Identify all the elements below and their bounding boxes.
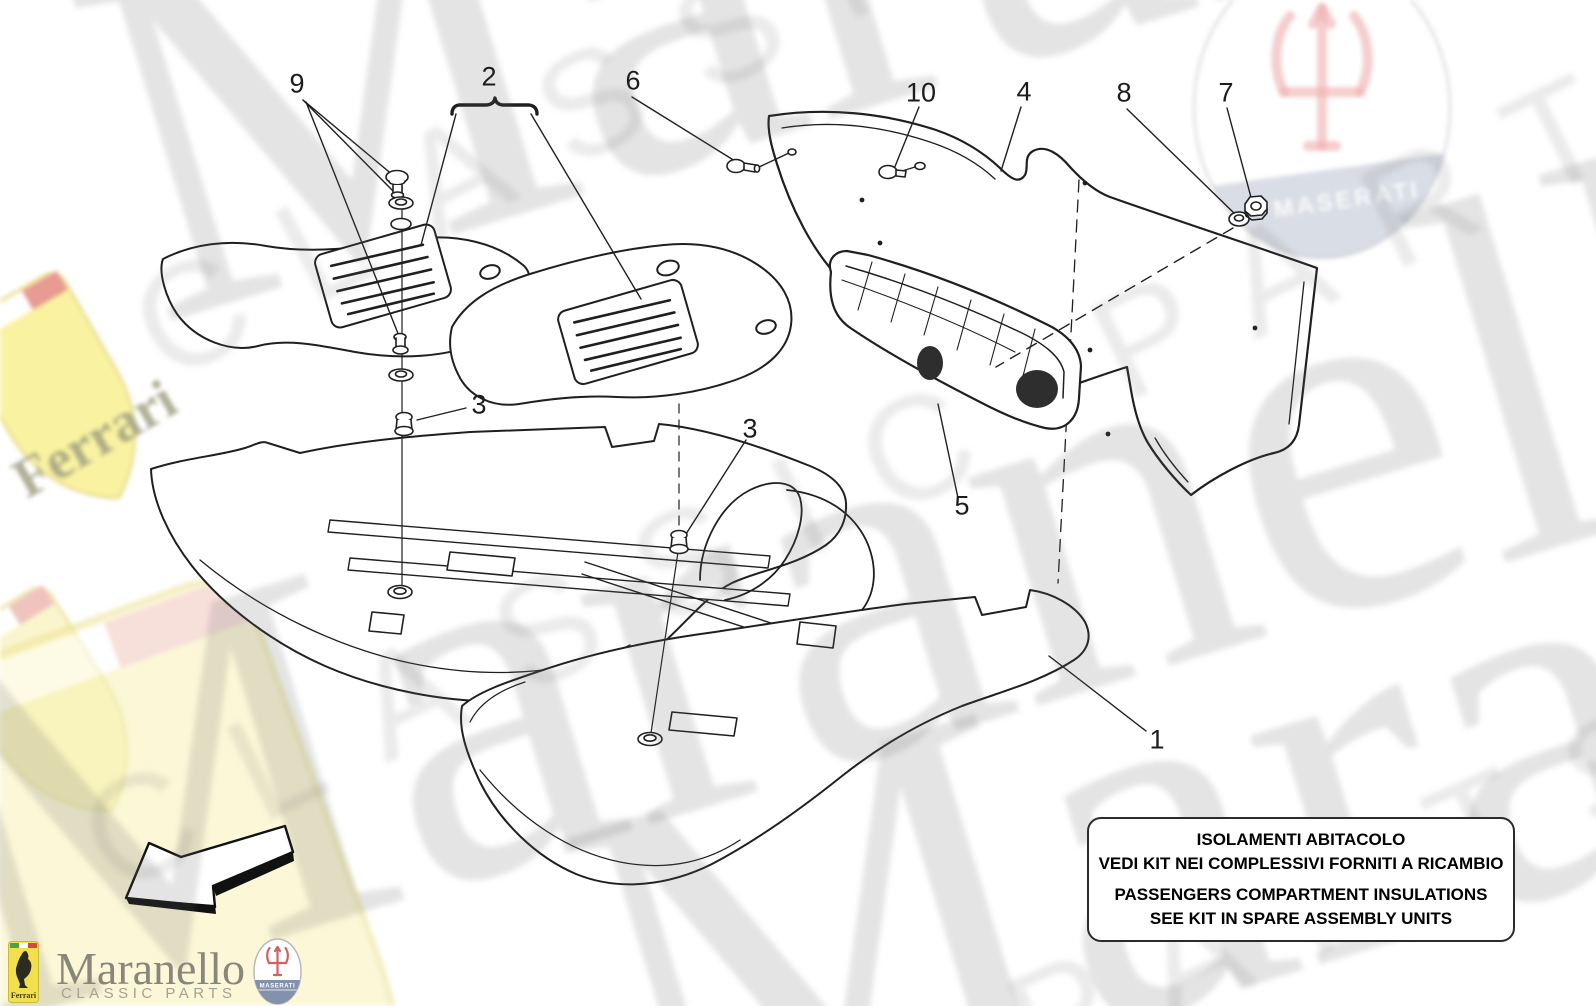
callout-3-left: 3 xyxy=(471,389,487,420)
callout-4: 4 xyxy=(1016,76,1032,107)
maserati-badge-label: MASERATI xyxy=(260,984,296,990)
callout-8: 8 xyxy=(1116,77,1132,108)
note-line-italian-1: ISOLAMENTI ABITACOLO xyxy=(1196,829,1406,849)
callout-9: 9 xyxy=(289,68,305,99)
callout-5: 5 xyxy=(954,490,970,521)
callout-7: 7 xyxy=(1218,77,1234,108)
callout-1: 1 xyxy=(1149,724,1165,755)
brand-tagline: CLASSIC PARTS xyxy=(61,985,237,1002)
note-line-english-1: PASSENGERS COMPARTMENT INSULATIONS xyxy=(1114,885,1488,904)
callout-6: 6 xyxy=(625,65,641,96)
callout-3-right: 3 xyxy=(742,413,758,444)
note-line-italian-2: VEDI KIT NEI COMPLESSIVI FORNITI A RICAM… xyxy=(1098,853,1504,873)
callout-2: 2 xyxy=(481,61,497,92)
maserati-badge-icon: MASERATI xyxy=(253,938,302,1005)
note-line-english-2: SEE KIT IN SPARE ASSEMBLY UNITS xyxy=(1149,909,1453,929)
note-box: ISOLAMENTI ABITACOLO VEDI KIT NEI COMPLE… xyxy=(1087,817,1515,942)
callout-10: 10 xyxy=(905,77,937,108)
ferrari-shield-icon: Ferrari xyxy=(8,941,39,1003)
ferrari-shield-label: Ferrari xyxy=(11,991,37,1000)
